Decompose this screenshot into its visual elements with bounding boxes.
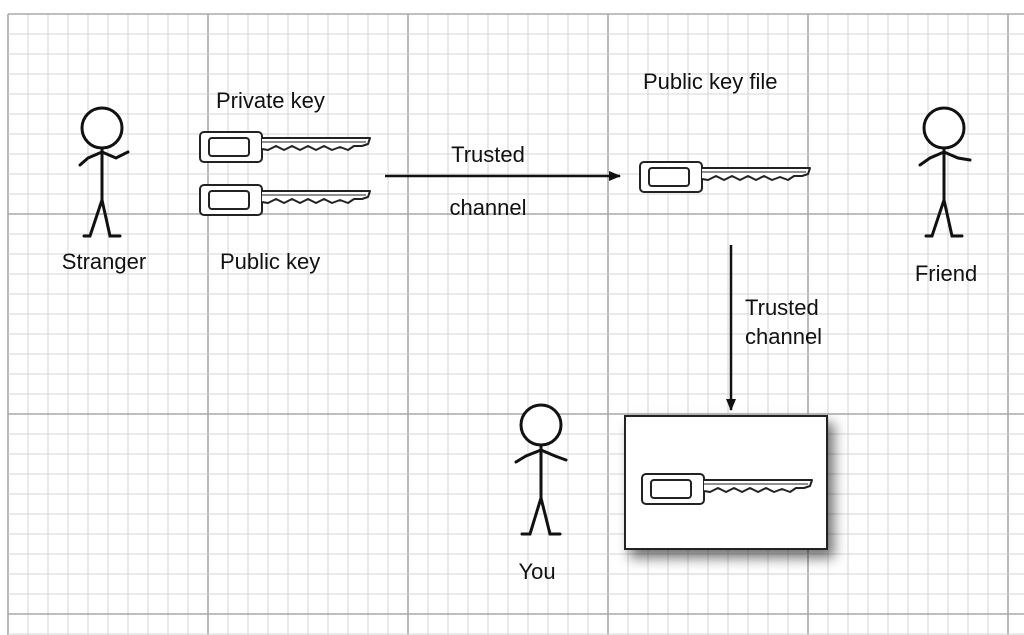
private-key-icon [199,131,371,163]
public-key-file-label: Public key file [643,69,778,94]
you-figure [514,403,568,536]
stranger-figure [78,106,130,238]
friend-figure [918,106,972,238]
stranger-label: Stranger [61,249,147,274]
received-public-key-box [624,415,828,550]
public-key-icon [199,184,371,216]
trusted-channel-label-1-line2: channel [449,195,527,220]
friend-label: Friend [914,261,978,286]
you-label: You [518,559,556,584]
public-key-file-icon [639,161,811,193]
public-key-label: Public key [220,249,321,274]
received-key-icon [641,473,813,505]
trusted-channel-label-2-line1: Trusted [745,295,819,320]
trusted-channel-label-1-line1: Trusted [451,142,525,167]
private-key-label: Private key [216,88,325,113]
trusted-channel-label-2-line2: channel [745,324,823,349]
